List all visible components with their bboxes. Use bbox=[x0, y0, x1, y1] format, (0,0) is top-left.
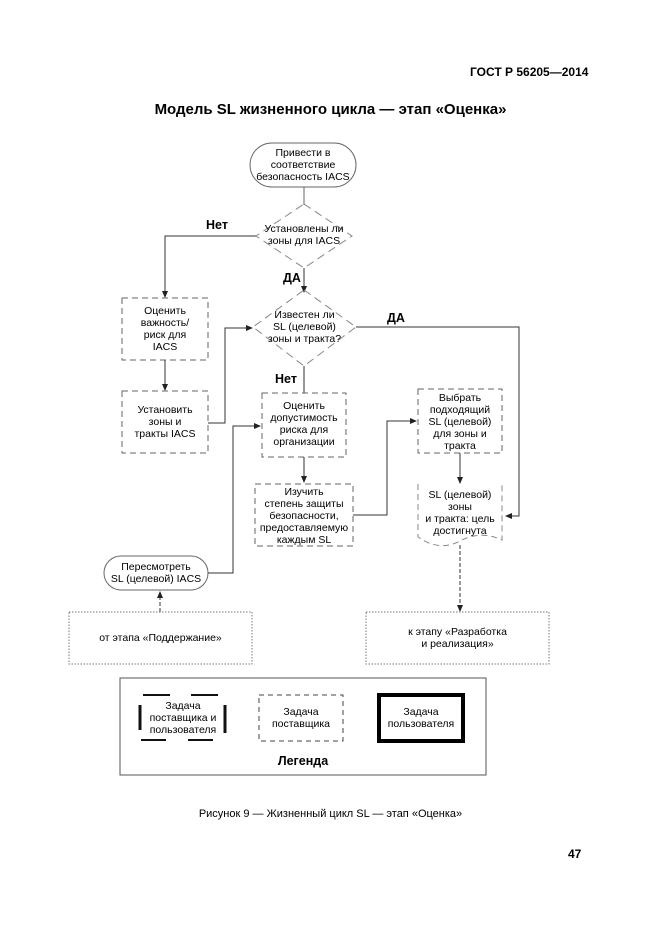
node-study-protection: Изучить степень защиты безопасности, пре… bbox=[259, 486, 349, 546]
connector-sl-yes bbox=[356, 326, 520, 519]
node-decision-sl: Известен ли SL (целевой) зоны и тракта? bbox=[267, 309, 342, 345]
node-to-development: к этапу «Разработка и реализация» bbox=[408, 626, 507, 650]
sl-achieved-shape bbox=[417, 484, 503, 547]
connector-study-to-select bbox=[353, 418, 417, 516]
figure-caption: Рисунок 9 — Жизненный цикл SL — этап «Оц… bbox=[198, 808, 463, 820]
legend-dashed-shape bbox=[258, 694, 344, 742]
edge-label-zones-no: Нет bbox=[206, 218, 228, 232]
set-zones-shape bbox=[121, 390, 209, 454]
page-number: 47 bbox=[568, 847, 582, 861]
edge-label-sl-yes: ДА bbox=[387, 311, 405, 325]
connector-set-to-sl bbox=[208, 325, 253, 424]
legend-bracket-shape bbox=[138, 694, 227, 741]
decision-sl-shape bbox=[252, 289, 357, 367]
to-development-shape bbox=[365, 611, 550, 665]
connector-zones-no bbox=[162, 235, 256, 298]
node-assess-risk: Оценить важность/ риск для IACS bbox=[140, 305, 190, 353]
node-from-maintenance: от этапа «Поддержание» bbox=[99, 632, 222, 644]
legend-item-supplier-task: Задача поставщика bbox=[271, 706, 331, 730]
node-set-zones: Установить зоны и тракты IACS bbox=[134, 404, 196, 440]
node-start: Привести в соответствие безопасность IAC… bbox=[256, 147, 350, 183]
start-terminator-shape bbox=[249, 142, 357, 188]
node-review-sl: Пересмотреть SL (целевой) IACS bbox=[110, 561, 202, 585]
connector-review-to-tolerance bbox=[208, 423, 261, 574]
node-select-sl: Выбрать подходящий SL (целевой) для зоны… bbox=[428, 392, 492, 452]
node-sl-achieved: SL (целевой) зоны и тракта: цель достигн… bbox=[425, 489, 495, 537]
legend-frame bbox=[119, 677, 487, 776]
edge-label-sl-no: Нет bbox=[275, 372, 297, 386]
figure-title: Модель SL жизненного цикла — этап «Оценк… bbox=[154, 101, 507, 118]
legend-item-user-task: Задача пользователя bbox=[387, 706, 455, 730]
legend-item-shared-task: Задача поставщика и пользователя bbox=[149, 700, 217, 736]
legend-bold-shape bbox=[377, 693, 465, 743]
node-assess-tolerance: Оценить допустимость риска для организац… bbox=[270, 400, 338, 448]
node-decision-zones: Установлены ли зоны для IACS bbox=[264, 223, 344, 247]
legend-title: Легенда bbox=[277, 754, 329, 768]
edge-label-zones-yes: ДА bbox=[283, 271, 301, 285]
document-id: ГОСТ Р 56205—2014 bbox=[470, 65, 589, 79]
